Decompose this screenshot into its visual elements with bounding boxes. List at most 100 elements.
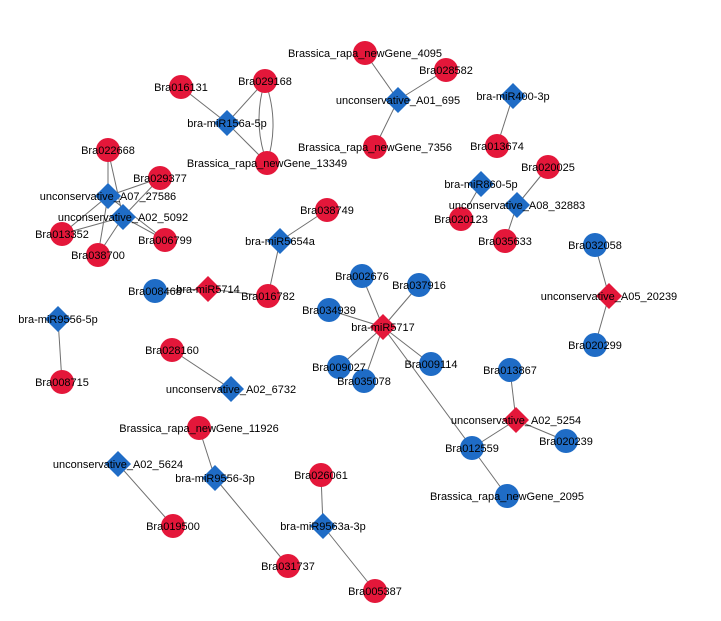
node-label-026061: Bra026061 [294,470,348,482]
node-label-035633: Bra035633 [478,236,532,248]
node-label-a07_27586: unconservative_A07_27586 [40,191,176,203]
node-diamond-mir9556_5p[interactable] [45,306,71,332]
node-circle-008468[interactable] [143,279,167,303]
node-label-mir5654a: bra-miR5654a [245,236,316,248]
node-diamond-mir5714[interactable] [195,276,221,302]
node-diamond-mir5654a[interactable] [267,228,293,254]
node-diamond-mir9556_3p[interactable] [202,465,228,491]
node-label-028582: Bra028582 [419,65,473,77]
node-circle-031737[interactable] [276,554,300,578]
node-label-020123: Bra020123 [434,214,488,226]
node-circle-038749[interactable] [315,198,339,222]
node-circle-016131[interactable] [169,75,193,99]
node-label-020239: Bra020239 [539,436,593,448]
node-circle-016782[interactable] [256,284,280,308]
node-circle-009114[interactable] [419,352,443,376]
edge-n_mir5717-n_012559 [382,326,473,449]
node-circle-ng4095[interactable] [353,41,377,65]
node-circle-028160[interactable] [160,338,184,362]
node-circle-009027[interactable] [327,355,351,379]
node-label-a02_5624: unconservative_A02_5624 [53,459,183,471]
node-circle-ng13349[interactable] [255,151,279,175]
node-circle-013352[interactable] [50,222,74,246]
node-label-008715: Bra008715 [35,377,89,389]
node-circle-008715[interactable] [50,370,74,394]
edge-n_a02_5624-n_019500 [117,463,174,527]
node-label-034939: Bra034939 [302,305,356,317]
node-label-037916: Bra037916 [392,280,446,292]
node-circle-020123[interactable] [449,207,473,231]
edge-n_mir9556_3p-n_031737 [214,477,289,567]
node-label-029377: Bra029377 [133,173,187,185]
node-diamond-mir5717[interactable] [370,314,396,340]
edge-n_a07_27586-n_006799 [107,195,166,241]
node-circle-ng11926[interactable] [187,416,211,440]
node-diamond-a08_32883[interactable] [504,192,530,218]
node-circle-026061[interactable] [309,463,333,487]
node-circle-005387[interactable] [363,579,387,603]
node-diamond-a07_27586[interactable] [95,183,121,209]
node-label-022668: Bra022668 [81,145,135,157]
node-circle-032058[interactable] [583,233,607,257]
node-circle-020025[interactable] [536,155,560,179]
node-diamond-mir156a[interactable] [214,110,240,136]
node-circle-013867[interactable] [498,358,522,382]
node-circle-013674[interactable] [485,134,509,158]
node-circle-020299[interactable] [583,333,607,357]
node-diamond-a02_5092[interactable] [110,204,136,230]
node-diamond-a02_5254[interactable] [503,407,529,433]
node-diamond-mir400[interactable] [500,83,526,109]
node-label-mir860: bra-miR860-5p [444,179,517,191]
node-label-ng11926: Brassica_rapa_newGene_11926 [119,423,278,435]
node-circle-038700[interactable] [86,243,110,267]
node-label-a05_20239: unconservative_A05_20239 [541,291,677,303]
node-circle-ng7356[interactable] [363,135,387,159]
node-circle-020239[interactable] [554,429,578,453]
node-label-029168: Bra029168 [238,76,292,88]
node-label-a02_5092: unconservative_A02_5092 [58,212,188,224]
node-label-016782: Bra016782 [241,291,295,303]
edges-layer [57,52,610,592]
node-circle-019500[interactable] [161,514,185,538]
node-diamond-mir9563a[interactable] [310,513,336,539]
node-label-035078: Bra035078 [337,376,391,388]
node-circle-006799[interactable] [153,228,177,252]
node-circle-037916[interactable] [407,273,431,297]
node-circle-028582[interactable] [434,58,458,82]
node-circle-034939[interactable] [317,298,341,322]
node-label-013674: Bra013674 [470,141,524,153]
node-label-020025: Bra020025 [521,162,575,174]
node-circle-012559[interactable] [460,436,484,460]
node-circle-022668[interactable] [96,138,120,162]
node-label-mir9556_3p: bra-miR9556-3p [175,473,254,485]
node-label-mir9563a: bra-miR9563a-3p [280,521,366,533]
node-label-mir156a: bra-miR156a-5p [187,118,266,130]
node-circle-002676[interactable] [350,264,374,288]
node-diamond-a02_5624[interactable] [105,451,131,477]
node-label-038700: Bra038700 [71,250,125,262]
node-label-032058: Bra032058 [568,240,622,252]
node-diamond-a02_6732[interactable] [218,376,244,402]
node-label-009027: Bra009027 [312,362,366,374]
node-label-019500: Bra019500 [146,521,200,533]
node-label-mir9556_5p: bra-miR9556-5p [18,314,97,326]
node-circle-029168[interactable] [253,69,277,93]
node-label-020299: Bra020299 [568,340,622,352]
node-label-mir5717: bra-miR5717 [351,322,415,334]
node-label-mir5714: bra-miR5714 [176,284,240,296]
node-label-038749: Bra038749 [300,205,354,217]
node-label-005387: Bra005387 [348,586,402,598]
node-label-002676: Bra002676 [335,271,389,283]
node-diamond-a05_20239[interactable] [596,283,622,309]
node-circle-ng2095[interactable] [495,484,519,508]
node-label-028160: Bra028160 [145,345,199,357]
node-diamond-mir860[interactable] [468,171,494,197]
node-label-ng2095: Brassica_rapa_newGene_2095 [430,491,584,503]
node-circle-035078[interactable] [352,369,376,393]
node-circle-035633[interactable] [493,229,517,253]
node-diamond-a01_695[interactable] [385,87,411,113]
node-label-012559: Bra012559 [445,443,499,455]
node-label-013867: Bra013867 [483,365,537,377]
node-circle-029377[interactable] [148,166,172,190]
